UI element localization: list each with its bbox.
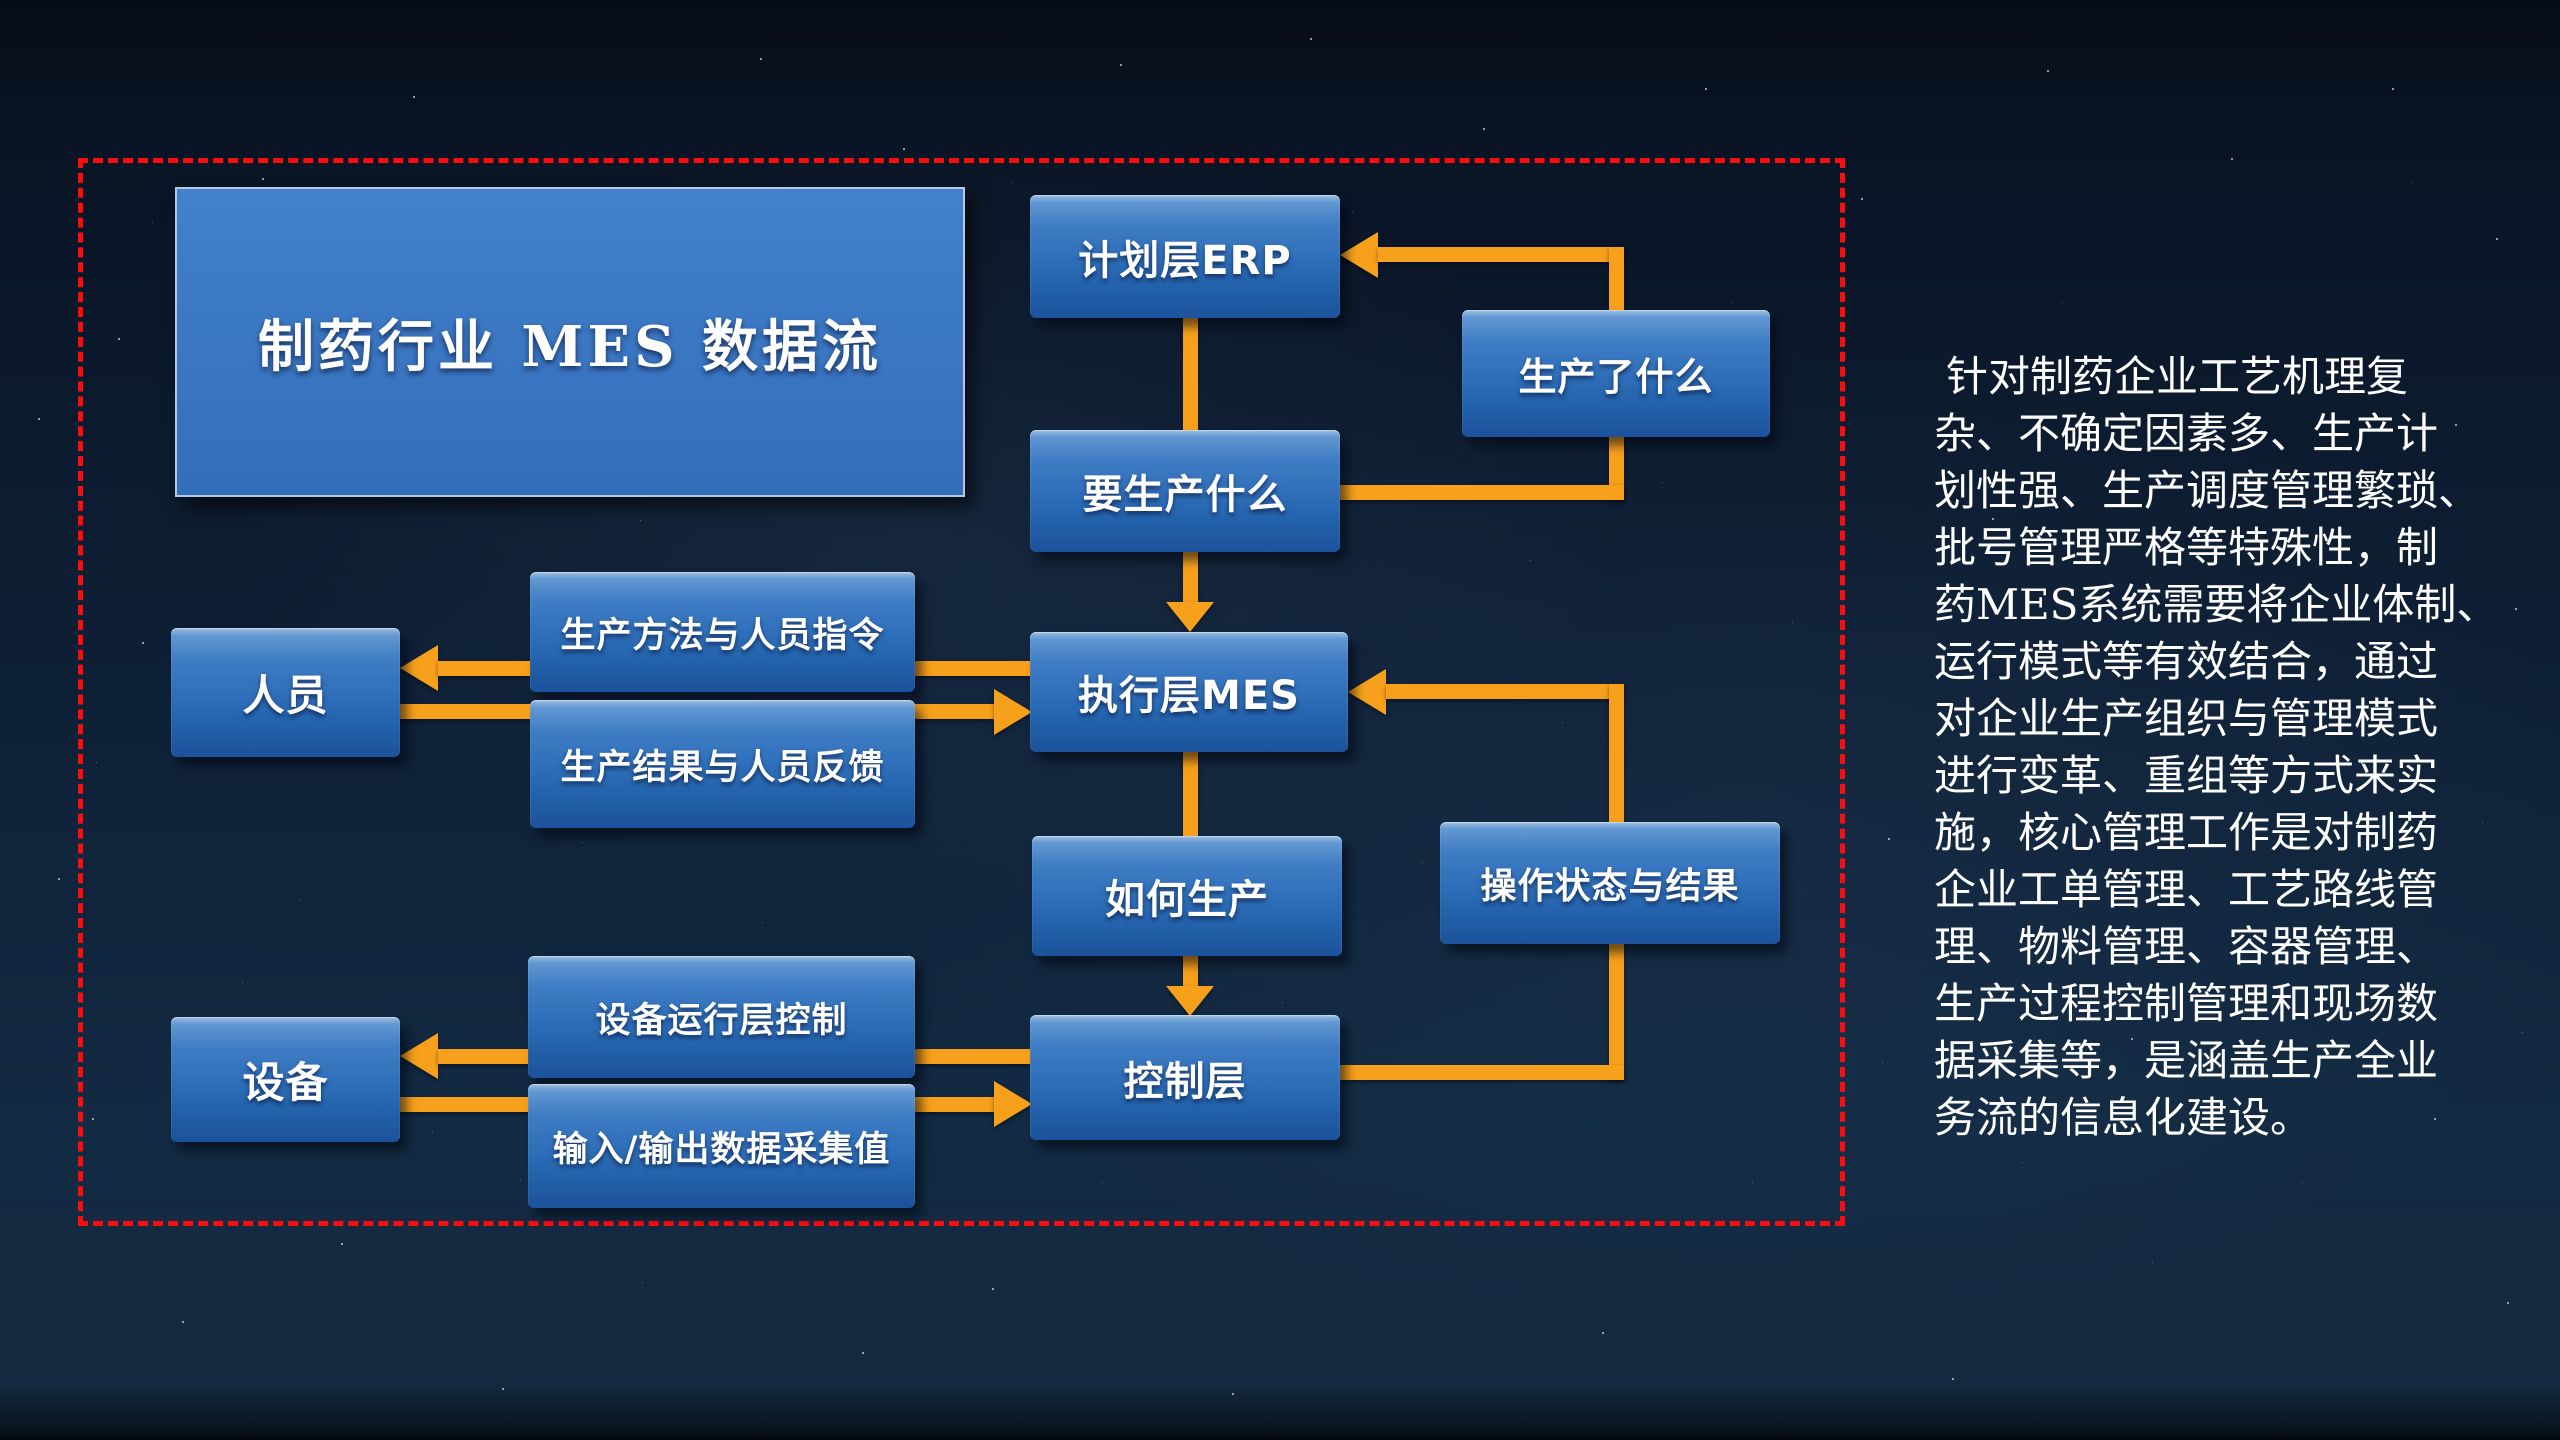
arrowhead-into-control-left <box>994 1081 1032 1127</box>
arrowhead-into-erp-right <box>1340 232 1378 278</box>
node-production-results-feedback: 生产结果与人员反馈 <box>530 700 915 828</box>
arrow-erp-to-what-to-produce <box>1183 318 1198 432</box>
description-paragraph: 针对制药企业工艺机理复 杂、不确定因素多、生产计 划性强、生产调度管理繁琐、 批… <box>1934 348 2499 1146</box>
red-dashed-frame <box>78 158 1845 1226</box>
description-line: 务流的信息化建设。 <box>1934 1093 2313 1142</box>
node-personnel: 人员 <box>171 628 400 757</box>
description-line: 施，核心管理工作是对制药 <box>1934 808 2439 857</box>
description-line: 杂、不确定因素多、生产计 <box>1934 409 2439 458</box>
description-line: 进行变革、重组等方式来实 <box>1934 751 2439 800</box>
description-line: 生产过程控制管理和现场数 <box>1934 979 2439 1028</box>
arrow-what-to-produce-to-produced-what-horizontal <box>1340 485 1624 500</box>
arrow-status-to-mes-vertical <box>1609 684 1624 824</box>
node-equipment-operation-control: 设备运行层控制 <box>528 956 915 1078</box>
arrow-what-to-produce-to-mes <box>1183 552 1198 604</box>
node-io-data-collection: 输入/输出数据采集值 <box>528 1084 915 1208</box>
node-what-was-produced: 生产了什么 <box>1462 310 1770 437</box>
description-line: 企业工单管理、工艺路线管 <box>1934 865 2439 914</box>
arrow-produced-what-to-erp-vertical <box>1609 247 1624 312</box>
description-line: 划性强、生产调度管理繁琐、 <box>1934 466 2481 515</box>
description-line: 批号管理严格等特殊性，制 <box>1934 523 2439 572</box>
description-line: 药MES系统需要将企业体制、 <box>1934 580 2499 629</box>
diagram-title-box: 制药行业 MES 数据流 <box>175 187 965 497</box>
arrow-control-to-status-vertical <box>1609 942 1624 1080</box>
node-erp-planning-layer: 计划层ERP <box>1030 195 1340 318</box>
description-line: 对企业生产组织与管理模式 <box>1934 694 2439 743</box>
arrow-status-to-mes-horizontal <box>1386 684 1624 699</box>
node-how-to-produce: 如何生产 <box>1032 836 1342 956</box>
arrowhead-into-mes-left <box>994 689 1032 735</box>
node-operation-status-results: 操作状态与结果 <box>1440 822 1780 944</box>
arrow-control-to-status-horizontal <box>1340 1065 1624 1080</box>
node-mes-execution-layer: 执行层MES <box>1030 632 1348 752</box>
starfield-dim <box>0 0 1 1</box>
node-equipment: 设备 <box>171 1017 400 1142</box>
arrow-how-to-produce-to-control <box>1183 956 1198 987</box>
node-what-to-produce: 要生产什么 <box>1030 430 1340 552</box>
description-line: 理、物料管理、容器管理、 <box>1934 922 2439 971</box>
node-production-method-instructions: 生产方法与人员指令 <box>530 572 915 692</box>
arrowhead-into-personnel <box>400 645 438 691</box>
arrowhead-into-mes-right <box>1348 669 1386 715</box>
node-control-layer: 控制层 <box>1030 1015 1340 1140</box>
arrowhead-into-equipment <box>400 1033 438 1079</box>
arrow-produced-what-to-erp-horizontal <box>1378 247 1624 262</box>
arrow-what-to-produce-to-produced-what-vertical <box>1609 435 1624 500</box>
arrowhead-into-control-top <box>1166 986 1214 1016</box>
arrow-mes-to-how-to-produce <box>1183 752 1198 838</box>
description-line: 运行模式等有效结合，通过 <box>1934 637 2439 686</box>
arrowhead-into-mes-top <box>1166 602 1214 632</box>
description-line: 针对制药企业工艺机理复 <box>1946 352 2409 401</box>
starfield-bright <box>0 0 2 2</box>
description-line: 据采集等，是涵盖生产全业 <box>1934 1036 2439 1085</box>
